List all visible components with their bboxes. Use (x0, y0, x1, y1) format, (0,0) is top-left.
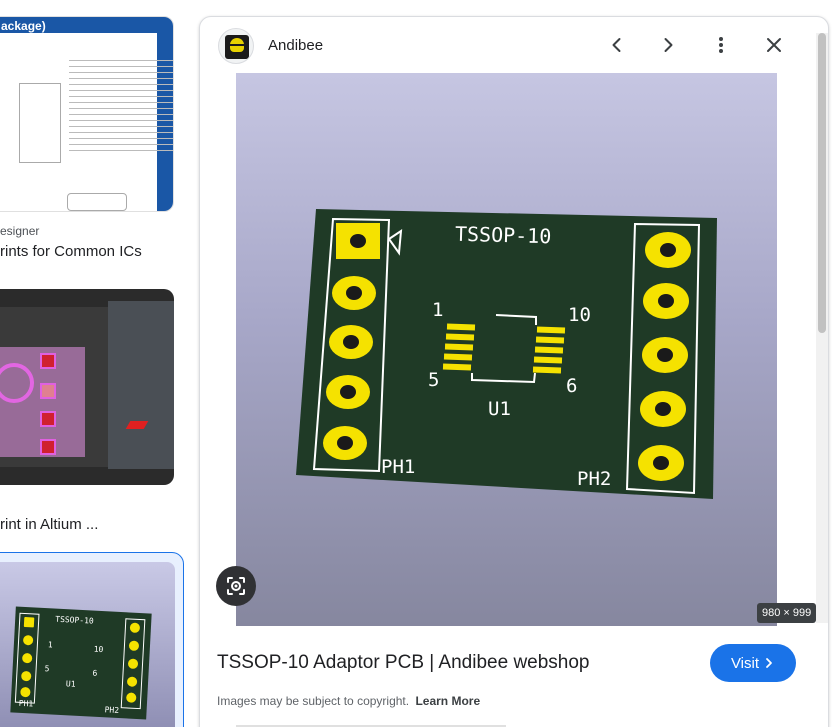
visit-label: Visit (730, 654, 760, 672)
chevron-right-icon (766, 658, 772, 668)
pad-hole (350, 234, 366, 248)
close-button[interactable] (758, 29, 790, 61)
pin5-label: 5 (44, 664, 50, 674)
site-name[interactable]: Andibee (268, 37, 324, 54)
pcb-thumbnail: TSSOP-10 1 10 5 6 U1 PH1 PH2 (0, 562, 175, 727)
panel-scrollbar[interactable] (816, 33, 828, 623)
datasheet-drawing (0, 33, 173, 211)
ph1-label: PH1 (18, 698, 34, 709)
andibee-logo[interactable] (218, 28, 254, 64)
ph1-label: PH1 (381, 456, 416, 478)
ph2-label: PH2 (104, 705, 120, 716)
footprint-pad (40, 353, 56, 369)
footprint-pad (40, 383, 56, 399)
next-button[interactable] (652, 29, 684, 61)
header-ph1-outline (312, 217, 391, 473)
pin5-label: 5 (428, 369, 440, 391)
copyright-notice: Images may be subject to copyright. Lear… (217, 694, 480, 708)
right-pads (638, 232, 691, 481)
pcb-image[interactable]: TSSOP-10 1 10 5 6 U1 PH1 PH2 (236, 73, 777, 626)
image-area: TSSOP-10 1 10 5 6 U1 PH1 PH2 980 × 999 (200, 73, 817, 626)
result-source[interactable]: esigner (0, 224, 40, 238)
ph2-label: PH2 (577, 468, 612, 490)
lens-icon (227, 577, 245, 595)
smd-pads-right (532, 326, 566, 374)
pin6-label: 6 (566, 375, 578, 397)
chip-outline-top (495, 314, 537, 325)
chip-outline-bottom (471, 372, 536, 384)
pin10-label: 10 (93, 644, 104, 655)
image-dimensions-badge: 980 × 999 (757, 603, 817, 623)
pin-pad (23, 616, 35, 628)
pin1-marker (387, 229, 403, 256)
footprint-pad (40, 411, 56, 427)
image-title[interactable]: TSSOP-10 Adaptor PCB | Andibee webshop (217, 652, 590, 673)
header-ph2-outline (625, 222, 701, 495)
previous-button[interactable] (601, 29, 633, 61)
copyright-text: Images may be subject to copyright. (217, 694, 410, 708)
package-drawing-side (19, 83, 61, 163)
lens-button[interactable] (216, 566, 256, 606)
pin1-label: 1 (47, 640, 53, 650)
learn-more-link[interactable]: Learn More (415, 694, 481, 708)
properties-panel (108, 301, 174, 469)
pad-preview (125, 421, 149, 429)
result-thumbnail-2[interactable] (0, 289, 174, 485)
pcb-substrate (296, 209, 717, 499)
more-vert-icon (719, 37, 723, 53)
altium-canvas (0, 307, 110, 467)
chevron-left-icon (612, 38, 621, 52)
bee-stripe (230, 44, 244, 46)
pin6-label: 6 (92, 668, 98, 678)
result-title[interactable]: rint in Altium ... (0, 516, 99, 533)
thumbnail-caption: ackage) (1, 19, 46, 33)
left-pads (323, 276, 376, 460)
close-icon (767, 38, 781, 52)
pcb-board (296, 209, 717, 499)
result-title[interactable]: rints for Common ICs (0, 243, 142, 260)
visit-button[interactable]: Visit (710, 644, 796, 682)
chip-label: TSSOP-10 (55, 614, 94, 626)
panel-header: Andibee (200, 17, 828, 73)
chip-label: TSSOP-10 (454, 221, 552, 249)
chevron-right-icon (664, 38, 673, 52)
smd-pads-left (442, 323, 476, 371)
image-preview-panel: Andibee (199, 16, 829, 727)
pcb-render (296, 209, 717, 499)
u1-label: U1 (488, 398, 511, 420)
result-thumbnail-1[interactable]: ackage) (0, 16, 174, 212)
results-column: ackage) esigner rints for Common ICs rin… (0, 0, 190, 727)
u1-label: U1 (65, 679, 76, 689)
pin10-label: 10 (568, 304, 591, 326)
dimension-table (69, 55, 173, 171)
footprint-circle (0, 363, 34, 403)
package-drawing-bottom (67, 193, 127, 211)
more-options-button[interactable] (705, 29, 737, 61)
pin1-label: 1 (432, 299, 444, 321)
mini-pcb: TSSOP-10 1 10 5 6 U1 PH1 PH2 (10, 606, 152, 720)
result-thumbnail-3-selected[interactable]: TSSOP-10 1 10 5 6 U1 PH1 PH2 (0, 552, 184, 727)
divider (236, 725, 506, 727)
footprint-pad (40, 439, 56, 455)
scrollbar-thumb[interactable] (818, 33, 826, 333)
